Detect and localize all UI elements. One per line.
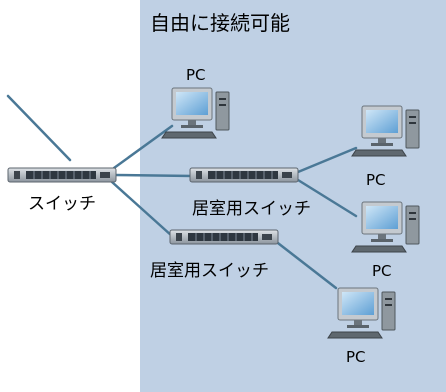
- cable-switch-to-room-switch-1: [112, 173, 195, 178]
- switch-icon: [169, 229, 279, 245]
- switch-icon: [7, 167, 117, 183]
- room-switch-1: [189, 167, 299, 183]
- cable-room-switch-2-to-pc-bottom: [272, 238, 338, 290]
- pc-top-label: PC: [186, 66, 206, 84]
- switch-icon: [189, 167, 299, 183]
- cable-room-switch-1-to-pc-right-2: [296, 178, 358, 218]
- pc-right-1-label: PC: [366, 171, 386, 189]
- room-switch-2-label: 居室用スイッチ: [150, 261, 269, 281]
- room-switch-1-label: 居室用スイッチ: [192, 199, 311, 219]
- cable-switch-to-pc-top: [112, 124, 174, 170]
- cable-room-switch-1-to-pc-right-1: [296, 146, 358, 174]
- pc-right-2-label: PC: [372, 262, 392, 280]
- cables: [6, 94, 358, 290]
- region-title: 自由に接続可能: [150, 11, 290, 35]
- free-connection-region: [140, 0, 446, 392]
- room-switch-2: [169, 229, 279, 245]
- uplink-cable: [6, 94, 72, 162]
- main-switch-label: スイッチ: [28, 194, 96, 214]
- pc-bottom-label: PC: [346, 348, 366, 366]
- cable-switch-to-room-switch-2: [110, 180, 174, 238]
- main-switch: [7, 167, 117, 183]
